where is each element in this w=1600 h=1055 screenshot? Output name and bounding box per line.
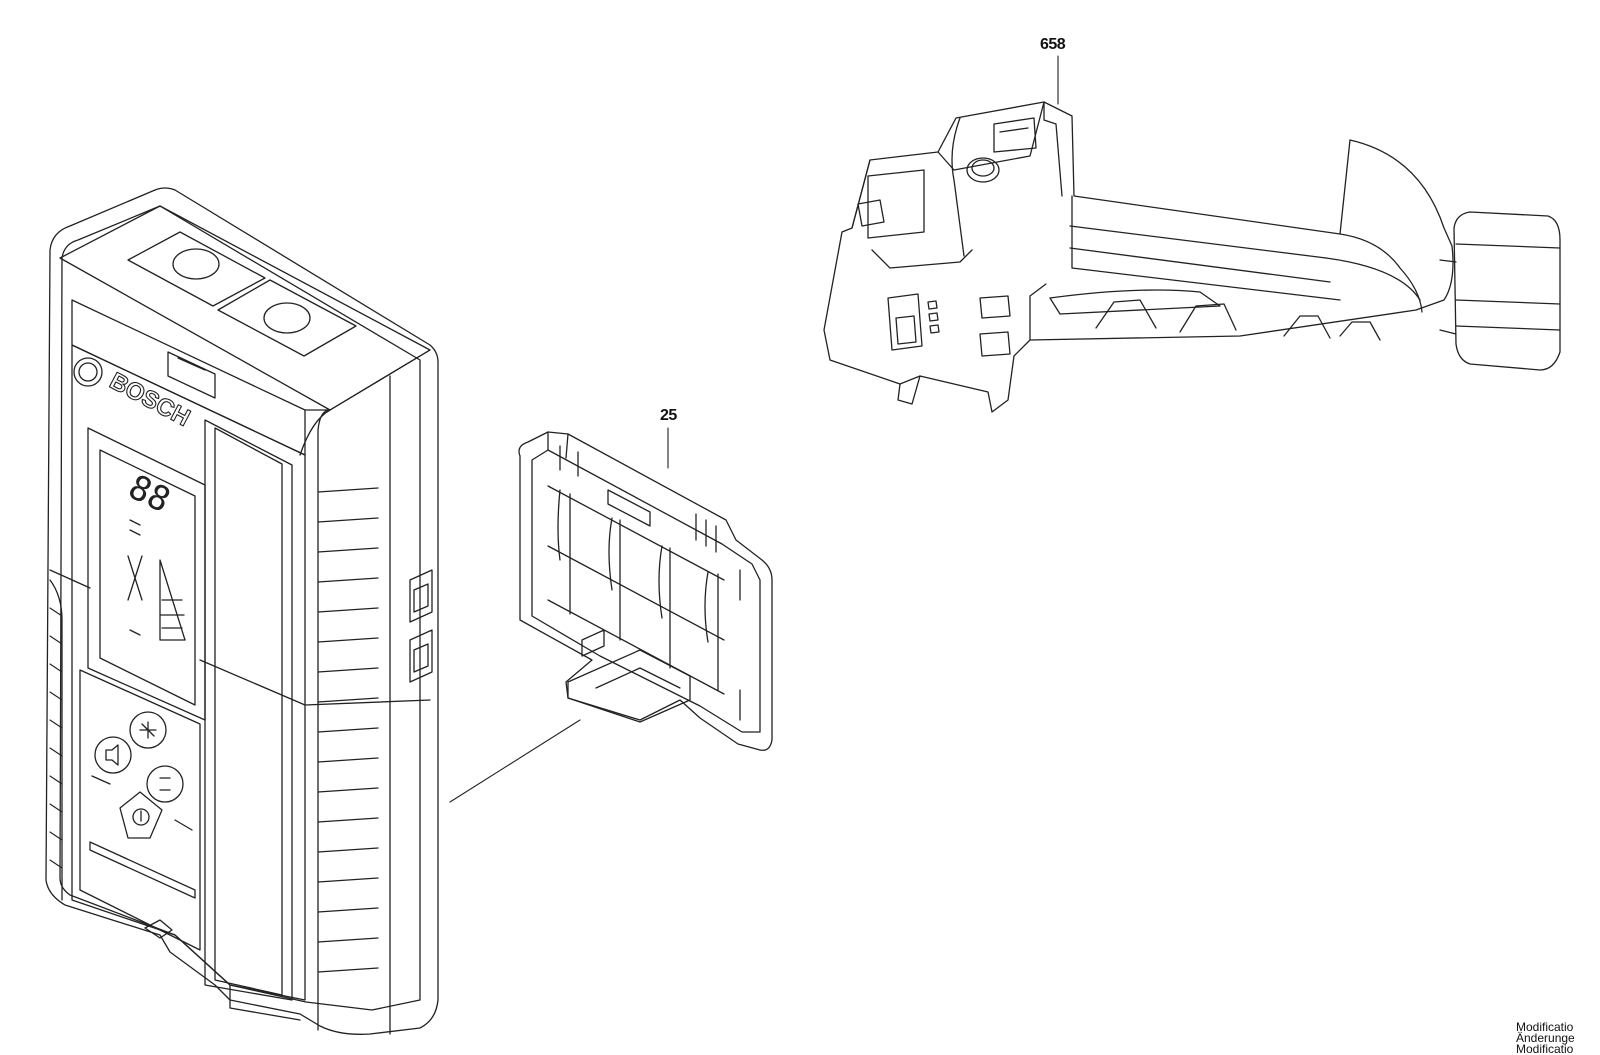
- laser-receiver: 88 BOSCH: [45, 187, 439, 1035]
- part-label-658: 658: [1040, 36, 1066, 53]
- power-button-icon: [119, 791, 163, 839]
- bosch-logo-icon: [73, 357, 103, 387]
- modification-note-line-1: Modificatio: [1516, 1022, 1574, 1034]
- part-25-battery-cover: [518, 427, 773, 751]
- accuracy-button-icon: [146, 765, 184, 803]
- modification-note: Modificatio Änderunge Modificatio: [1516, 1022, 1600, 1055]
- sound-button-icon: [94, 736, 132, 774]
- part-658-holder: [823, 55, 1561, 413]
- brand-logo-text: BOSCH: [105, 367, 194, 432]
- modification-note-line-2: Änderunge: [1516, 1031, 1575, 1045]
- backlight-button-icon: [129, 711, 167, 749]
- display-digits: 88: [122, 467, 176, 521]
- modification-note-line-3: Modificatio: [1516, 1042, 1574, 1055]
- part-label-25: 25: [660, 407, 677, 424]
- leader-line-25-assembly: [449, 719, 581, 803]
